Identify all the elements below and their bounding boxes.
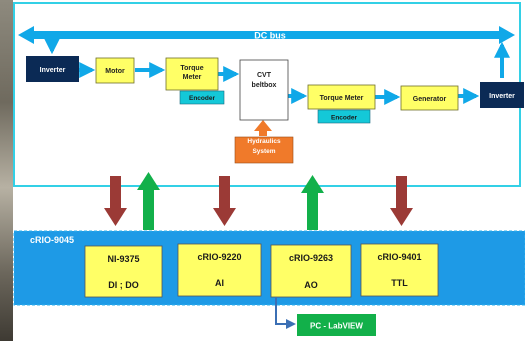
module-title: cRIO-9220: [197, 252, 241, 262]
signal-arrow-up-2: [301, 175, 324, 230]
encoder-1-block: Encoder: [179, 90, 225, 105]
encoder-1-label: Encoder: [189, 95, 215, 102]
inverter-left-label: Inverter: [40, 67, 66, 74]
generator-label: Generator: [413, 96, 447, 103]
module-title: cRIO-9401: [377, 252, 421, 262]
generator-block: Generator: [400, 85, 459, 111]
module-signal: TTL: [391, 278, 408, 288]
signal-arrow-down-2: [213, 176, 236, 226]
module-signal: AI: [215, 278, 224, 288]
pc-labview-label: PC - LabVIEW: [310, 322, 363, 331]
signal-arrow-up-1: [137, 172, 160, 230]
module-title: NI-9375: [107, 254, 139, 264]
dc-bus: DC bus: [18, 26, 515, 44]
torque-meter-2-label: Torque Meter: [320, 95, 364, 102]
module-signal: AO: [304, 280, 318, 290]
module-crio-9263: cRIO-9263 AO: [270, 244, 352, 298]
inverter-left-block: Inverter: [26, 56, 79, 82]
encoder-2-label: Encoder: [331, 115, 357, 122]
inverter-right-block: Inverter: [480, 82, 524, 108]
signal-arrow-down-3: [390, 176, 413, 226]
module-title: cRIO-9263: [289, 253, 333, 263]
module-crio-9401: cRIO-9401 TTL: [360, 243, 439, 297]
motor-label: Motor: [105, 68, 125, 75]
encoder-2-block: Encoder: [317, 109, 371, 124]
motor-block: Motor: [95, 57, 135, 84]
module-crio-9220: cRIO-9220 AI: [177, 243, 262, 297]
inverter-right-label: Inverter: [489, 93, 515, 100]
background-photo: [0, 0, 13, 341]
signal-arrow-down-1: [104, 176, 127, 226]
pc-labview-block: PC - LabVIEW: [297, 314, 376, 336]
hydraulics-arrow: [254, 120, 272, 136]
controller-name: cRIO-9045: [30, 235, 74, 245]
module-ni-9375: NI-9375 DI ; DO: [84, 245, 163, 298]
dc-bus-label: DC bus: [254, 31, 286, 41]
torque-meter-2-block: Torque Meter: [307, 84, 376, 110]
module-signal: DI ; DO: [108, 280, 139, 290]
pc-link-arrow: [275, 297, 296, 329]
